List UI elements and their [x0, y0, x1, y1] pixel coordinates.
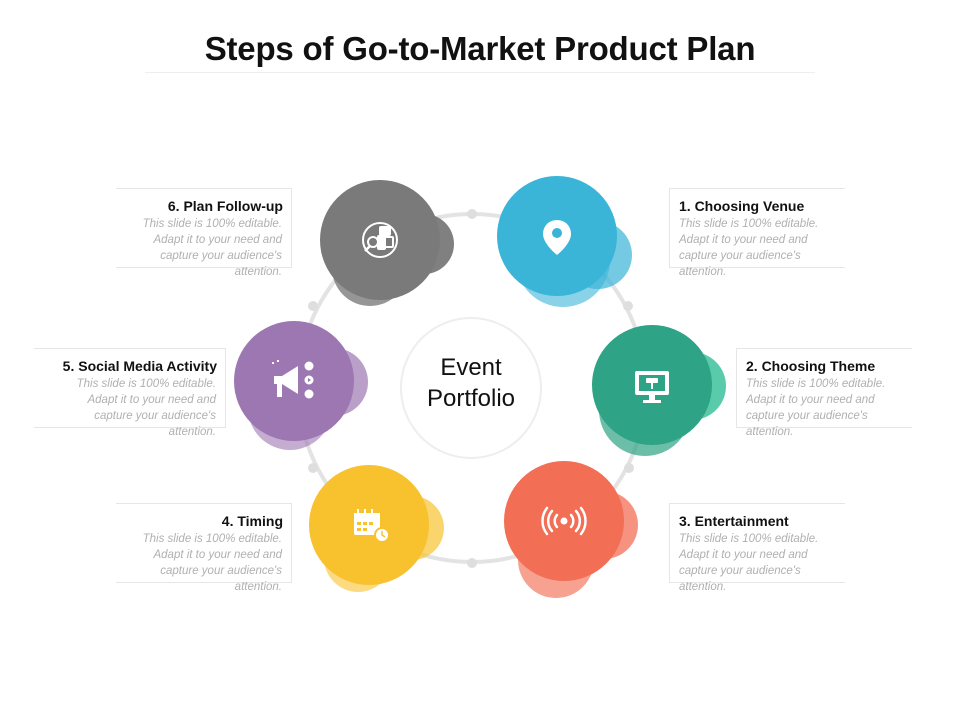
step-title: 2. Choosing Theme — [746, 358, 876, 374]
step-box-entertainment: 3. Entertainment This slide is 100% edit… — [669, 503, 845, 593]
step-node-entertainment — [504, 461, 638, 598]
step-node-social — [234, 321, 368, 450]
step-description: This slide is 100% editable. Adapt it to… — [679, 218, 819, 278]
ring-dot — [624, 463, 634, 473]
location-pin-icon — [543, 220, 571, 255]
center-label: Event Portfolio — [400, 352, 542, 414]
title-divider — [145, 72, 815, 73]
step-description: This slide is 100% editable. Adapt it to… — [76, 378, 216, 438]
step-node-venue — [497, 176, 632, 307]
step-title: 1. Choosing Venue — [679, 198, 805, 214]
step-node-timing — [309, 465, 444, 592]
center-label-line1: Event — [440, 354, 502, 381]
step-node-theme — [592, 325, 726, 456]
ring-dot — [467, 209, 477, 219]
step-description: This slide is 100% editable. Adapt it to… — [142, 218, 282, 278]
ring-dot — [308, 463, 318, 473]
center-label-line2: Portfolio — [426, 385, 516, 412]
step-description: This slide is 100% editable. Adapt it to… — [679, 533, 819, 593]
ring-dot — [467, 558, 477, 568]
step-description: This slide is 100% editable. Adapt it to… — [746, 378, 886, 438]
monitor-paint-icon — [635, 371, 669, 403]
broadcast-icon — [541, 506, 587, 536]
ring-dot — [308, 301, 318, 311]
step-box-timing: 4. Timing This slide is 100% editable. A… — [116, 503, 292, 593]
step-box-theme: 2. Choosing Theme This slide is 100% edi… — [736, 348, 912, 438]
step-title: 4. Timing — [221, 513, 283, 529]
ring-dot — [623, 301, 633, 311]
megaphone-icon — [272, 360, 314, 399]
step-box-venue: 1. Choosing Venue This slide is 100% edi… — [669, 188, 845, 278]
step-node-followup — [320, 180, 454, 306]
center-circle — [400, 317, 542, 459]
page-title: Steps of Go-to-Market Product Plan — [204, 30, 756, 67]
search-devices-icon — [362, 222, 398, 258]
step-title: 5. Social Media Activity — [62, 358, 217, 374]
step-title: 3. Entertainment — [679, 513, 789, 529]
calendar-clock-icon — [354, 509, 390, 543]
step-description: This slide is 100% editable. Adapt it to… — [142, 533, 282, 593]
step-box-followup: 6. Plan Follow-up This slide is 100% edi… — [116, 188, 292, 278]
step-box-social: 5. Social Media Activity This slide is 1… — [34, 348, 226, 438]
step-title: 6. Plan Follow-up — [167, 198, 283, 214]
